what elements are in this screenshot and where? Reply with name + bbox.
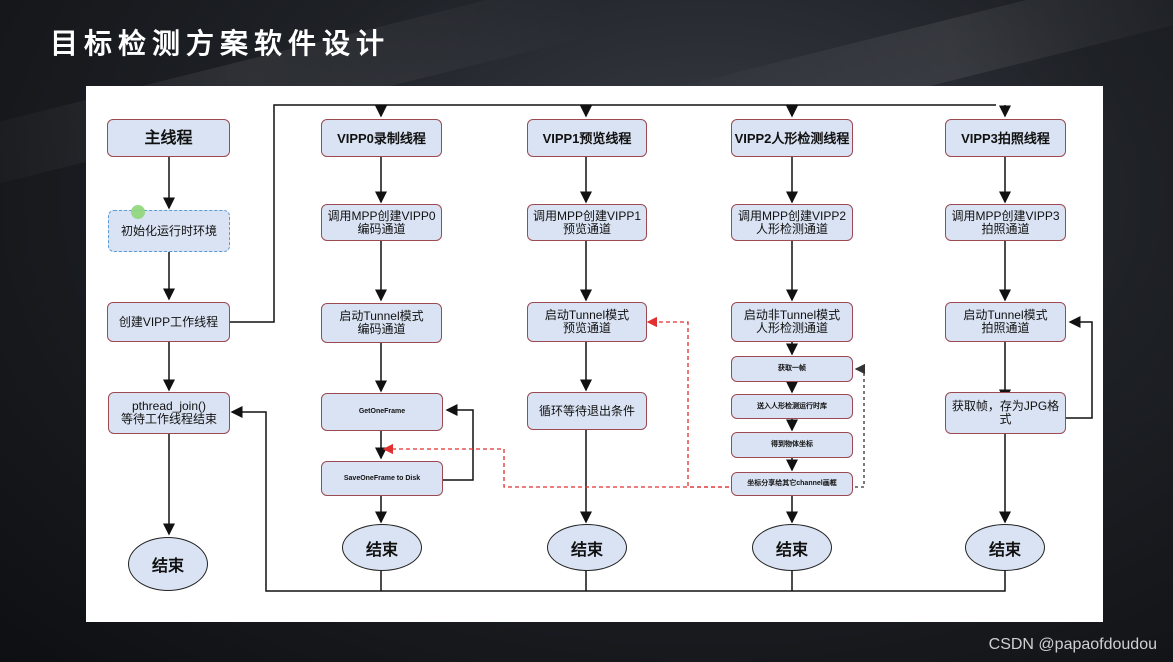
vipp0-thread-header[interactable]: VIPP0录制线程 [321, 119, 442, 157]
vipp2-loop [854, 363, 866, 488]
vipp0-end-node[interactable]: 结束 [342, 524, 422, 571]
main-thread-header[interactable]: 主线程 [107, 119, 230, 157]
vipp2-non-tunnel-step[interactable]: 启动非Tunnel模式 人形检测通道 [731, 302, 853, 342]
vipp3-loop [1066, 316, 1093, 419]
vipp2-create-channel-step[interactable]: 调用MPP创建VIPP2 人形检测通道 [731, 204, 853, 241]
vipp3-tunnel-step[interactable]: 启动Tunnel模式 拍照通道 [945, 302, 1066, 342]
fork-line [230, 104, 996, 323]
selection-cursor-dot [131, 205, 145, 219]
vipp1-thread-header[interactable]: VIPP1预览线程 [527, 119, 647, 157]
vipp2-get-frame-step[interactable]: 获取一帧 [731, 356, 853, 382]
vipp2-send-to-detector-step[interactable]: 送入人形检测运行时库 [731, 394, 853, 419]
init-runtime-step[interactable]: 初始化运行时环境 [108, 210, 230, 252]
vipp1-create-channel-step[interactable]: 调用MPP创建VIPP1 预览通道 [527, 204, 647, 241]
pthread-join-step[interactable]: pthread_join() 等待工作线程结束 [108, 392, 230, 434]
vipp2-get-coords-step[interactable]: 得到物体坐标 [731, 432, 853, 458]
vipp0-loop [443, 404, 474, 481]
vipp1-wait-exit-step[interactable]: 循环等待退出条件 [527, 392, 647, 430]
create-vipp-threads-step[interactable]: 创建VIPP工作线程 [107, 302, 230, 342]
vipp2-thread-header[interactable]: VIPP2人形检测线程 [731, 119, 853, 157]
connector-layer [163, 104, 1093, 592]
vipp0-save-frame-step[interactable]: SaveOneFrame to Disk [321, 461, 443, 496]
vipp0-create-channel-step[interactable]: 调用MPP创建VIPP0 编码通道 [321, 204, 442, 241]
slide-title: 目标检测方案软件设计 [50, 27, 391, 60]
vipp0-get-frame-step[interactable]: GetOneFrame [321, 393, 443, 431]
source-credit: CSDN @papaofdoudou [988, 636, 1157, 653]
flowchart-canvas: 主线程 初始化运行时环境 创建VIPP工作线程 pthread_join() 等… [86, 86, 1103, 622]
vipp3-create-channel-step[interactable]: 调用MPP创建VIPP3 拍照通道 [945, 204, 1066, 241]
feedback-to-vipp0 [382, 443, 729, 488]
vipp3-thread-header[interactable]: VIPP3拍照线程 [945, 119, 1066, 157]
vipp2-end-node[interactable]: 结束 [752, 524, 832, 571]
vipp1-end-node[interactable]: 结束 [547, 524, 627, 571]
vipp3-end-node[interactable]: 结束 [965, 524, 1045, 571]
vipp0-tunnel-step[interactable]: 启动Tunnel模式 编码通道 [321, 303, 442, 343]
feedback-to-vipp1 [646, 316, 729, 488]
join-line [230, 406, 1006, 592]
vipp3-capture-jpg-step[interactable]: 获取帧，存为JPG格式 [945, 392, 1066, 434]
main-end-node[interactable]: 结束 [128, 537, 208, 591]
vipp2-share-coords-step[interactable]: 坐标分享给其它channel画框 [731, 472, 853, 496]
vipp1-tunnel-step[interactable]: 启动Tunnel模式 预览通道 [527, 302, 647, 342]
